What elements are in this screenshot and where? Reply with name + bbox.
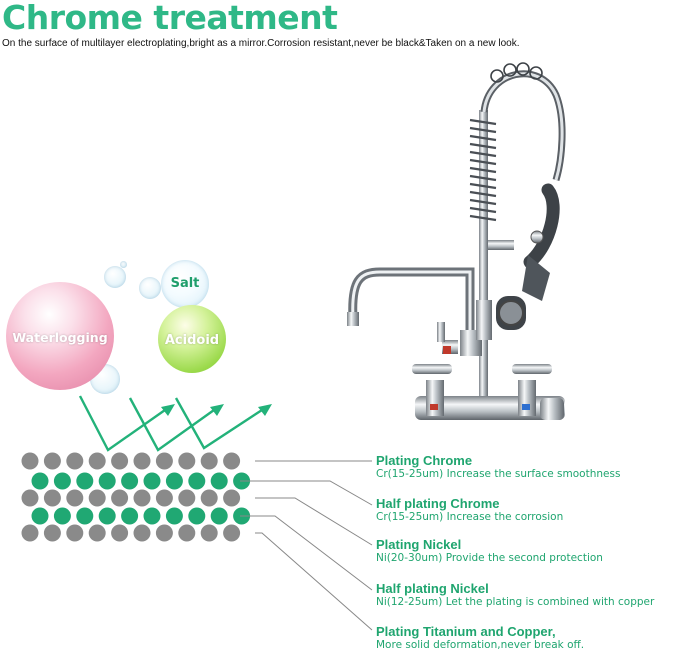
layer-dot	[88, 489, 106, 507]
layer-dot	[210, 507, 228, 525]
layer-dot	[143, 472, 161, 490]
small-bubble	[104, 266, 126, 288]
bubble-acidoid-label: Acidoid	[164, 333, 220, 348]
layer-desc: Cr(15-25um) Increase the surface smoothn…	[376, 468, 621, 480]
layer-dot	[21, 452, 39, 470]
layer-dot	[223, 489, 241, 507]
page-subtitle: On the surface of multilayer electroplat…	[2, 38, 520, 49]
layer-dot	[165, 472, 183, 490]
small-bubble	[120, 261, 127, 268]
layer-dot	[43, 489, 61, 507]
layer-dot	[121, 507, 139, 525]
layer-dot	[53, 472, 71, 490]
layer-desc: Ni(12-25um) Let the plating is combined …	[376, 596, 655, 608]
layer-dot	[200, 489, 218, 507]
layer-dot	[155, 452, 173, 470]
layer-label-plating-nickel: Plating Nickel Ni(20-30um) Provide the s…	[376, 537, 603, 565]
layer-title: Plating Nickel	[376, 537, 462, 552]
layer-dot	[178, 452, 196, 470]
layer-dot	[66, 452, 84, 470]
layer-dot	[223, 524, 241, 542]
layer-dot	[155, 524, 173, 542]
layer-title: Half plating Nickel	[376, 581, 489, 596]
layer-dot	[210, 472, 228, 490]
layer-dot	[121, 472, 139, 490]
layer-dot	[88, 524, 106, 542]
layer-dot	[133, 524, 151, 542]
layer-dot	[43, 452, 61, 470]
layer-dot	[66, 524, 84, 542]
arrow-head-icon	[258, 404, 272, 416]
layer-desc: More solid deformation,never break off.	[376, 639, 585, 651]
layer-dot	[188, 507, 206, 525]
layer-dot	[223, 452, 241, 470]
layer-label-plating-titanium-copper: Plating Titanium and Copper, More solid …	[376, 624, 584, 652]
layer-dot	[188, 472, 206, 490]
layer-dot	[178, 524, 196, 542]
layer-dot	[21, 489, 39, 507]
layer-dot	[98, 472, 116, 490]
arrow-head-icon	[210, 404, 224, 416]
small-bubble	[139, 277, 161, 299]
layer-desc: Ni(20-30um) Provide the second protectio…	[376, 552, 603, 564]
page-title: Chrome treatment	[2, 0, 338, 37]
bubble-acidoid: Acidoid	[158, 305, 226, 373]
layer-dot	[88, 452, 106, 470]
bubble-salt-label: Salt	[170, 276, 200, 291]
layer-dot	[66, 489, 84, 507]
layer-dots	[21, 452, 251, 542]
layer-dot	[31, 472, 49, 490]
layer-dot	[133, 452, 151, 470]
layer-label-plating-chrome: Plating Chrome Cr(15-25um) Increase the …	[376, 453, 620, 481]
layer-dot	[200, 452, 218, 470]
layer-label-half-plating-nickel: Half plating Nickel Ni(12-25um) Let the …	[376, 581, 654, 609]
bubble-waterlogging: Waterlogging	[6, 282, 114, 390]
layer-dot	[76, 472, 94, 490]
layer-dot	[133, 489, 151, 507]
arrow-head-icon	[161, 404, 175, 416]
layer-dot	[43, 524, 61, 542]
bubble-waterlogging-label: Waterlogging	[12, 330, 108, 345]
layer-dot	[111, 452, 129, 470]
layer-dot	[111, 489, 129, 507]
layer-title: Plating Chrome	[376, 453, 473, 468]
layer-dot	[111, 524, 129, 542]
layer-dot	[98, 507, 116, 525]
layer-desc: Cr(15-25um) Increase the corrosion	[376, 511, 564, 523]
layer-dot	[53, 507, 71, 525]
layer-dot	[31, 507, 49, 525]
layer-label-half-plating-chrome: Half plating Chrome Cr(15-25um) Increase…	[376, 496, 563, 524]
layer-dot	[155, 489, 173, 507]
layer-dot	[165, 507, 183, 525]
layer-dot	[21, 524, 39, 542]
layer-title: Plating Titanium and Copper,	[376, 624, 556, 639]
layer-dot	[178, 489, 196, 507]
bubble-salt: Salt	[161, 260, 209, 308]
layer-dot	[143, 507, 161, 525]
layer-dot	[76, 507, 94, 525]
layer-dot	[200, 524, 218, 542]
layer-title: Half plating Chrome	[376, 496, 500, 511]
